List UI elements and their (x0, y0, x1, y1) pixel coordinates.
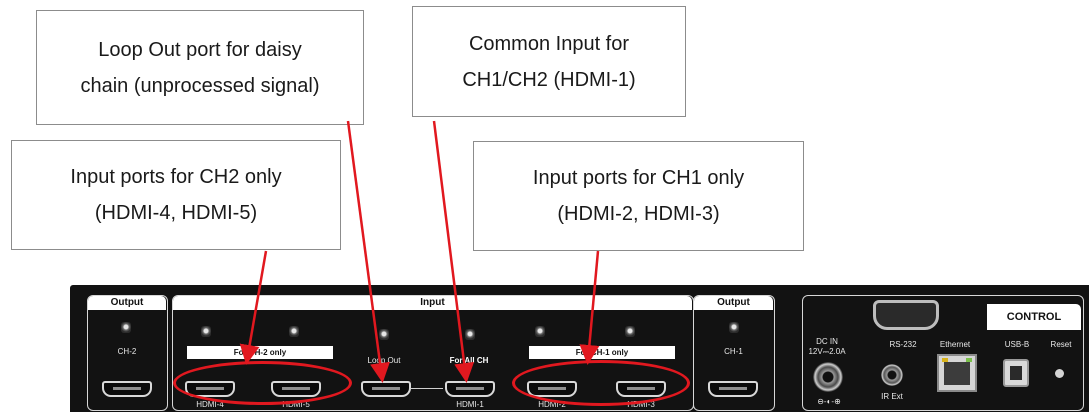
callout-ch1-inputs-line-2: (HDMI-2, HDMI-3) (557, 203, 720, 225)
hdmi-port-output-ch1[interactable] (708, 381, 758, 397)
arrow-ch1-inputs (579, 250, 600, 365)
control-header: CONTROL (987, 304, 1081, 330)
output-ch2-header: Output (88, 296, 166, 310)
arrow-loop-out (346, 120, 390, 383)
callout-common-input: Common Input for CH1/CH2 (HDMI-1) (412, 6, 686, 117)
hdmi-4-label: HDMI-4 (196, 400, 224, 409)
reset-label: Reset (1050, 340, 1072, 349)
rs232-label: RS-232 (889, 340, 917, 349)
callout-loop-out-line-1: Loop Out port for daisy (98, 38, 302, 61)
control-box: CONTROL DC IN 12V⎓2.0A ⊖-◐-⊕ RS-232 IR E… (802, 295, 1084, 411)
highlight-ring-ch1-inputs (512, 360, 690, 406)
ethernet-led-left (942, 358, 948, 362)
callout-common-input-line-1: Common Input for (468, 32, 630, 55)
loop-link-line (411, 388, 443, 389)
usb-b-label: USB-B (1004, 340, 1030, 349)
callout-ch2-inputs-line-2: (HDMI-4, HDMI-5) (94, 202, 258, 224)
callout-common-input-line-2: CH1/CH2 (HDMI-1) (462, 68, 636, 91)
highlight-ring-ch2-inputs (173, 361, 352, 405)
hdmi1-ir-jack (465, 329, 475, 340)
dc-in-label: DC IN (816, 337, 838, 346)
dc-rating-label: 12V⎓2.0A (808, 347, 846, 356)
hdmi-1-label: HDMI-1 (456, 400, 484, 409)
arrow-common-input (432, 120, 475, 383)
reset-button[interactable] (1055, 369, 1064, 378)
polarity-symbol: ⊖-◐-⊕ (817, 397, 841, 406)
hdmi-3-label: HDMI-3 (627, 400, 655, 409)
loop-out-label: Loop Out (367, 356, 401, 365)
output-ch2-label: CH-2 (117, 347, 137, 356)
usb-b-socket (1010, 366, 1022, 380)
ir-ext-jack[interactable] (881, 364, 903, 386)
callout-ch1-inputs: Input ports for CH1 only (HDMI-2, HDMI-3… (473, 141, 804, 251)
output-ch1-label: CH-1 (724, 347, 743, 356)
loop-out-ir-jack (379, 329, 389, 340)
callout-ch2-inputs: Input ports for CH2 only (HDMI-4, HDMI-5… (11, 140, 341, 250)
hdmi-5-label: HDMI-5 (282, 400, 310, 409)
callout-ch2-inputs-line-1: Input ports for CH2 only (70, 166, 282, 188)
output-ch2-box: Output CH-2 (87, 295, 168, 411)
ethernet-led-right (966, 358, 972, 362)
callout-loop-out-line-2: chain (unprocessed signal) (80, 74, 320, 97)
hdmi2-ir-jack (535, 326, 545, 337)
hdmi-2-label: HDMI-2 (538, 400, 566, 409)
ethernet-label: Ethernet (939, 340, 971, 349)
output-ch1-ir-jack (729, 322, 739, 333)
hdmi4-ir-jack (201, 326, 211, 337)
hdmi-port-output-ch2[interactable] (102, 381, 152, 397)
hdmi3-ir-jack (625, 326, 635, 337)
ethernet-port[interactable] (937, 354, 977, 392)
callout-ch1-inputs-line-1: Input ports for CH1 only (532, 167, 745, 189)
output-ch2-ir-jack (121, 322, 131, 333)
ch1-only-bar: For CH-1 only (529, 346, 675, 359)
usb-b-port[interactable] (1003, 359, 1029, 387)
dc-power-jack[interactable] (813, 362, 843, 392)
ethernet-socket (944, 362, 970, 385)
ch2-only-bar: For CH-2 only (187, 346, 333, 359)
hdmi5-ir-jack (289, 326, 299, 337)
for-all-ch-label: For All CH (449, 356, 489, 365)
output-ch1-header: Output (694, 296, 773, 310)
input-header: Input (173, 296, 692, 310)
output-ch1-box: Output CH-1 (693, 295, 775, 411)
ir-ext-label: IR Ext (881, 392, 903, 401)
callout-loop-out: Loop Out port for daisy chain (unprocess… (36, 10, 364, 125)
arrow-ch2-inputs (239, 250, 268, 365)
rs232-connector[interactable] (873, 300, 939, 330)
